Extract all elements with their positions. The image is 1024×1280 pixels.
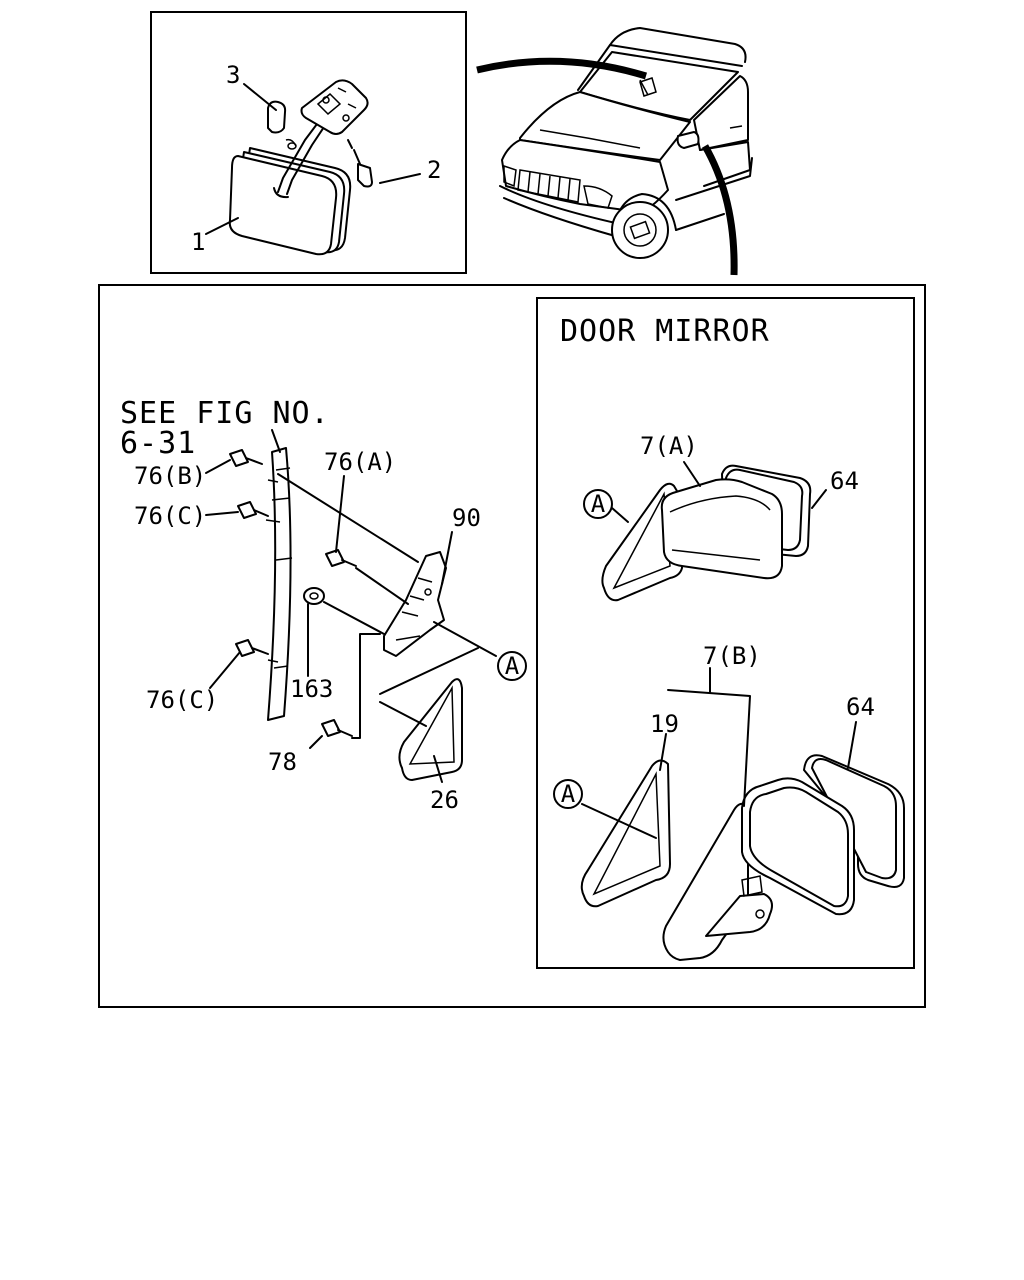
- callout-64-bottom: 64: [846, 693, 875, 721]
- connector-door-mirror: [701, 144, 738, 276]
- callout-76c-lower: 76(C): [146, 686, 218, 714]
- callout-1: 1: [191, 228, 205, 256]
- door-mirror-7a-drawing: [601, 464, 812, 602]
- door-mirror-7b-drawing: [580, 754, 905, 961]
- leader-64-top: [811, 489, 827, 509]
- guide-26-a: [379, 647, 479, 695]
- leader-26: [433, 755, 443, 783]
- callout-76a: 76(A): [324, 448, 396, 476]
- see-fig-line1: SEE FIG NO.: [120, 396, 330, 431]
- mirror-bracket-90-drawing: [383, 551, 447, 657]
- callout-19: 19: [650, 710, 679, 738]
- ref-label-a-main: A: [505, 652, 520, 680]
- door-mirror-title: DOOR MIRROR: [560, 314, 770, 349]
- guide-76b: [277, 473, 419, 563]
- guide-78: [351, 633, 381, 739]
- ref-circle-a-main: [497, 651, 527, 681]
- leader-ref-a-bottom: [581, 803, 657, 839]
- leader-64-bottom: [847, 721, 857, 769]
- inset-frame: [150, 11, 467, 274]
- leader-76b: [205, 459, 231, 474]
- leader-78: [309, 735, 323, 749]
- callout-90: 90: [452, 504, 481, 532]
- ref-circle-a-bottom: [553, 779, 583, 809]
- door-mirror-frame: [536, 297, 915, 969]
- leader-76c-upper: [205, 511, 239, 516]
- leader-7a: [683, 461, 701, 487]
- callout-76c-upper: 76(C): [134, 502, 206, 530]
- window-channel-drawing: [265, 429, 293, 721]
- callout-64-top: 64: [830, 467, 859, 495]
- main-frame: [98, 284, 926, 1008]
- ref-label-a-bottom: A: [561, 780, 576, 808]
- bolt-76c-upper: [237, 501, 269, 519]
- sail-panel-26-drawing: [398, 678, 463, 781]
- callout-7b: 7(B): [703, 642, 761, 670]
- leader-76c-lower: [209, 651, 241, 689]
- callout-76b: 76(B): [134, 462, 206, 490]
- leader-ref-a: [433, 621, 497, 657]
- connector-rearview: [476, 57, 648, 80]
- guide-26-b: [379, 701, 427, 727]
- guide-163: [323, 601, 385, 635]
- bolt-78: [321, 719, 353, 737]
- see-fig-line2: 6-31: [120, 426, 196, 461]
- ref-circle-a-top: [583, 489, 613, 519]
- callout-78: 78: [268, 748, 297, 776]
- washer-163: [303, 587, 325, 605]
- leader-ref-a-top: [611, 507, 629, 523]
- leader-3: [243, 83, 277, 111]
- vehicle-illustration: [499, 27, 753, 259]
- bracket-7b: [667, 689, 751, 807]
- callout-163: 163: [290, 675, 333, 703]
- callout-3: 3: [226, 61, 240, 89]
- leader-19: [659, 733, 667, 771]
- callout-26: 26: [430, 786, 459, 814]
- bolt-76c-lower: [235, 639, 269, 657]
- guide-76a: [355, 567, 409, 605]
- leader-2: [379, 173, 421, 184]
- ref-label-a-top: A: [591, 490, 606, 518]
- bolt-76a: [325, 549, 357, 567]
- bolt-76b: [229, 449, 263, 467]
- leader-1: [205, 217, 239, 235]
- callout-2: 2: [427, 156, 441, 184]
- leader-90: [441, 531, 453, 585]
- rearview-mirror-drawing: [228, 79, 373, 256]
- callout-7a: 7(A): [640, 432, 698, 460]
